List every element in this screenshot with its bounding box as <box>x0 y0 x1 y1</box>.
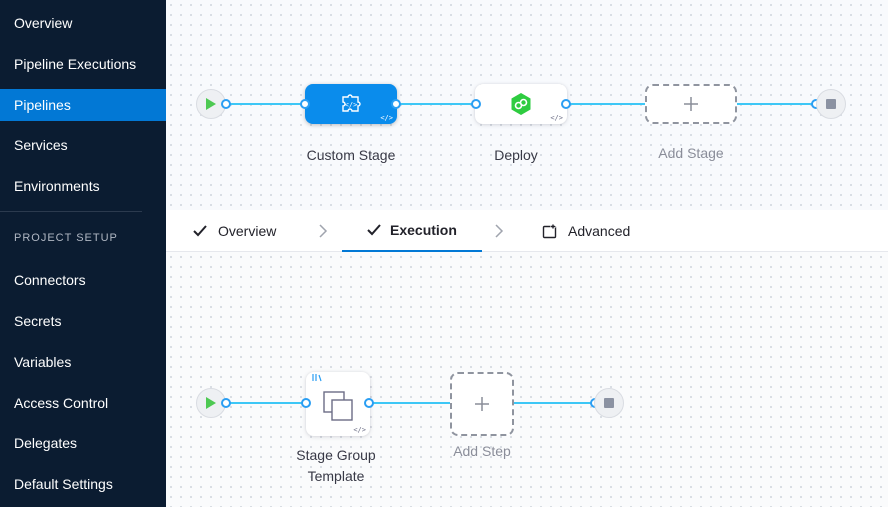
play-icon <box>206 397 216 409</box>
pipeline-canvas[interactable]: </> </> Custom Stage </> Deploy Add Stag… <box>166 0 888 210</box>
sidebar-item-variables[interactable]: Variables <box>14 354 72 370</box>
sidebar-item-overview[interactable]: Overview <box>14 15 73 31</box>
template-badge-icon <box>312 374 322 382</box>
sidebar-item-pipelines[interactable]: Pipelines <box>0 89 166 121</box>
stage-label-custom: Custom Stage <box>306 147 396 163</box>
custom-stage-card[interactable]: </> </> <box>305 84 397 124</box>
step-label-add: Add Step <box>453 443 511 459</box>
execution-start-node[interactable] <box>196 388 226 418</box>
tab-overview-label: Overview <box>218 223 277 239</box>
sidebar-item-access-control[interactable]: Access Control <box>14 395 109 411</box>
connector-line <box>226 402 306 404</box>
sidebar-item-secrets[interactable]: Secrets <box>14 313 62 329</box>
connector-port <box>471 99 481 109</box>
check-icon <box>367 224 381 236</box>
add-step-button[interactable] <box>450 372 514 436</box>
connector-line <box>736 103 816 105</box>
connector-line <box>366 402 456 404</box>
template-code-icon: </> <box>550 114 563 122</box>
connector-port <box>300 99 310 109</box>
tab-advanced-label: Advanced <box>568 223 631 239</box>
connector-port <box>221 99 231 109</box>
connector-line <box>566 103 646 105</box>
stage-group-icon <box>323 391 353 421</box>
connector-line <box>226 103 306 105</box>
connector-port <box>364 398 374 408</box>
sidebar-item-connectors[interactable]: Connectors <box>14 272 86 288</box>
sidebar-item-pipeline-executions[interactable]: Pipeline Executions <box>14 56 137 72</box>
custom-stage-icon: </> <box>342 94 361 112</box>
sidebar: Overview Pipeline Executions Pipelines S… <box>0 0 166 507</box>
step-label-line1: Stage Group <box>296 447 376 463</box>
pipeline-end-node[interactable] <box>816 89 846 119</box>
sidebar-item-default-settings[interactable]: Default Settings <box>14 476 113 492</box>
chevron-right-icon <box>319 224 328 238</box>
play-icon <box>206 98 216 110</box>
step-label-line2: Template <box>307 468 365 484</box>
stage-tabs: Overview Execution Advanced <box>166 210 888 252</box>
sidebar-item-services[interactable]: Services <box>14 137 68 153</box>
add-stage-button[interactable] <box>645 84 737 124</box>
check-icon <box>193 225 207 237</box>
template-code-icon: </> <box>380 114 393 122</box>
chevron-right-icon <box>495 224 504 238</box>
connector-port <box>301 398 311 408</box>
template-code-icon: </> <box>353 426 366 434</box>
tab-overview[interactable]: Overview <box>192 210 276 252</box>
sidebar-item-environments[interactable]: Environments <box>14 178 100 194</box>
stage-label-add: Add Stage <box>658 145 724 161</box>
stage-label-deploy: Deploy <box>494 147 538 163</box>
stop-icon <box>604 398 614 408</box>
tab-execution[interactable]: Execution <box>342 210 482 252</box>
plus-icon <box>475 397 489 411</box>
step-label-stage-group-template: Stage Group Template <box>276 445 396 487</box>
execution-end-node[interactable] <box>594 388 624 418</box>
connector-port <box>221 398 231 408</box>
plus-icon <box>684 97 698 111</box>
section-header-project-setup: PROJECT SETUP <box>14 232 118 244</box>
connector-port <box>561 99 571 109</box>
tab-advanced[interactable]: Advanced <box>542 210 630 252</box>
connector-line <box>396 103 476 105</box>
advanced-icon <box>542 224 557 239</box>
deploy-stage-card[interactable]: </> <box>475 84 567 124</box>
stage-group-template-card[interactable]: </> <box>306 372 370 436</box>
stop-icon <box>826 99 836 109</box>
execution-canvas[interactable]: </> Stage Group Template Add Step <box>166 252 888 507</box>
connector-line <box>512 402 596 404</box>
sidebar-divider <box>0 211 142 212</box>
sidebar-item-delegates[interactable]: Delegates <box>14 435 78 451</box>
tab-execution-label: Execution <box>390 222 457 238</box>
deploy-icon <box>511 93 531 115</box>
svg-text:</>: </> <box>345 101 358 109</box>
connector-port <box>391 99 401 109</box>
